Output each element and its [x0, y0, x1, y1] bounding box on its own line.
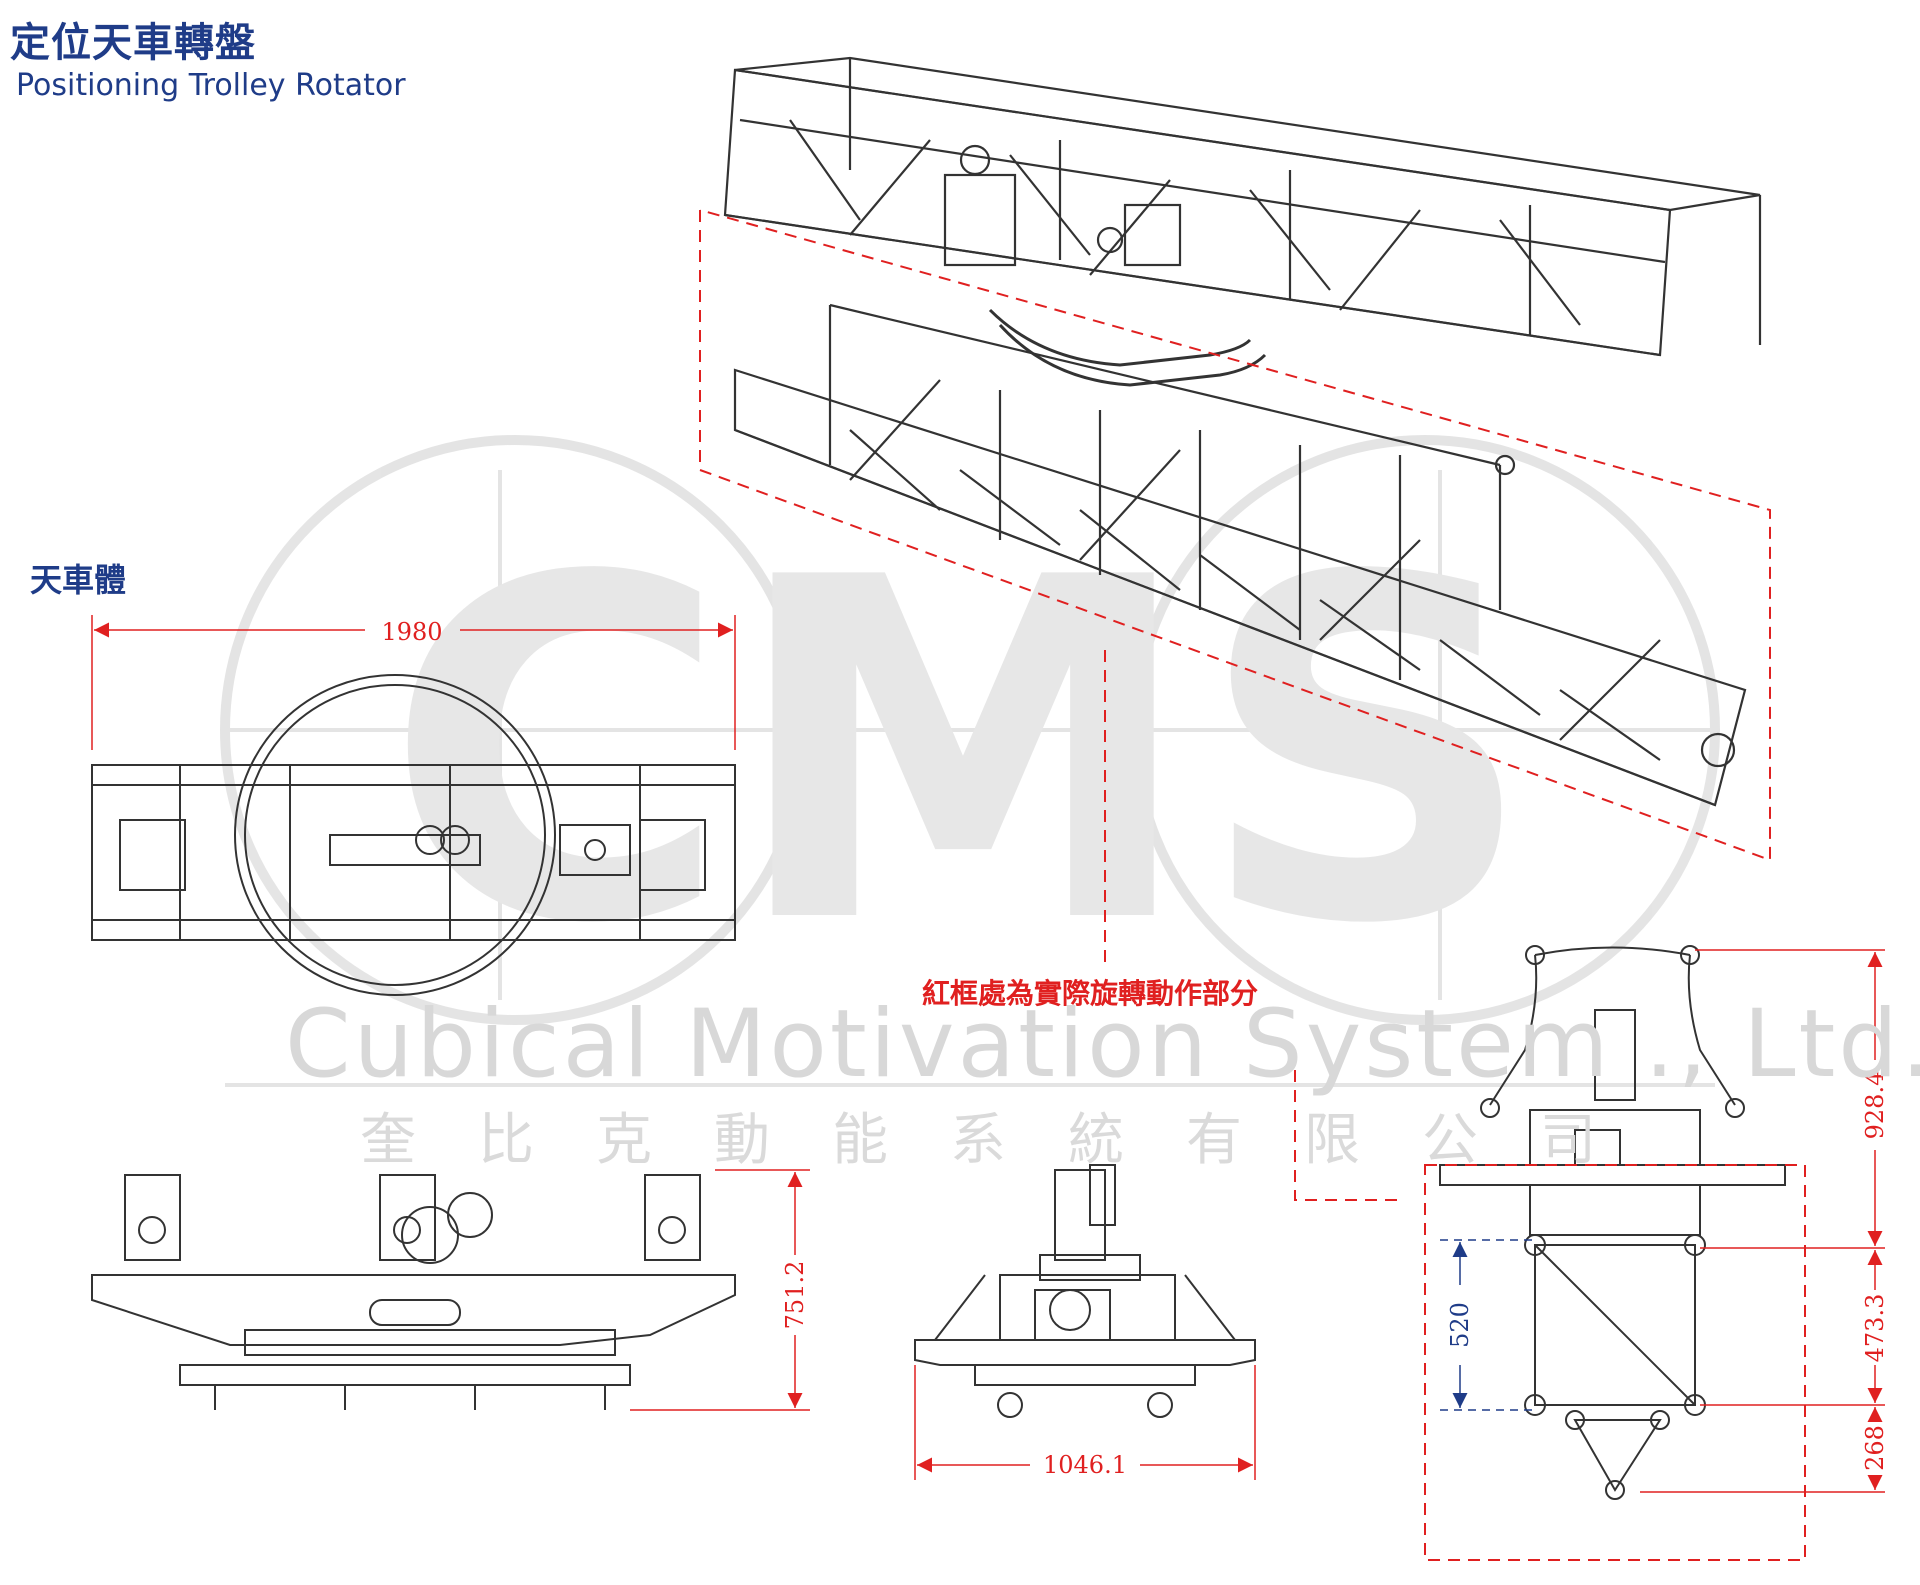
trolley-body-label: 天車體	[30, 561, 127, 599]
watermark-logo-text: CMS	[384, 479, 1535, 1026]
right-bottom-label: 268	[1861, 1425, 1889, 1471]
right-total-label: 928.4	[1861, 1071, 1889, 1140]
rotation-highlight-frame	[699, 209, 1771, 965]
side-view-drawing	[91, 1174, 736, 1410]
page-subtitle: Positioning Trolley Rotator	[16, 68, 406, 103]
right-rotation-frame	[1294, 1050, 1806, 1561]
side-height-label: 751.2	[781, 1261, 809, 1330]
front-width-dimension: 1046.1	[914, 1365, 1256, 1480]
side-height-dimension: 751.2	[630, 1169, 810, 1411]
rotation-note: 紅框處為實際旋轉動作部分	[922, 977, 1259, 1010]
right-inner-dimension: 520	[1440, 1239, 1535, 1411]
watermark-company-zh: 奎比克動能系統有限公司	[360, 1108, 1658, 1173]
front-view-drawing	[914, 1164, 1256, 1418]
right-outer-dimensions: 928.4 473.3 268	[1640, 949, 1889, 1493]
page-title: 定位天車轉盤	[10, 20, 256, 66]
front-width-label: 1046.1	[1043, 1451, 1127, 1479]
top-width-dimension: 1980	[91, 615, 736, 750]
watermark-company-en: Cubical Motivation System ., Ltd.	[285, 990, 1920, 1099]
right-truss-label: 473.3	[1861, 1294, 1889, 1363]
top-width-label: 1980	[381, 618, 442, 646]
right-inner-label: 520	[1446, 1302, 1474, 1348]
truss-isometric-view	[723, 56, 1762, 807]
top-view-drawing	[91, 674, 736, 996]
watermark-logo: CMS	[220, 435, 1720, 1087]
